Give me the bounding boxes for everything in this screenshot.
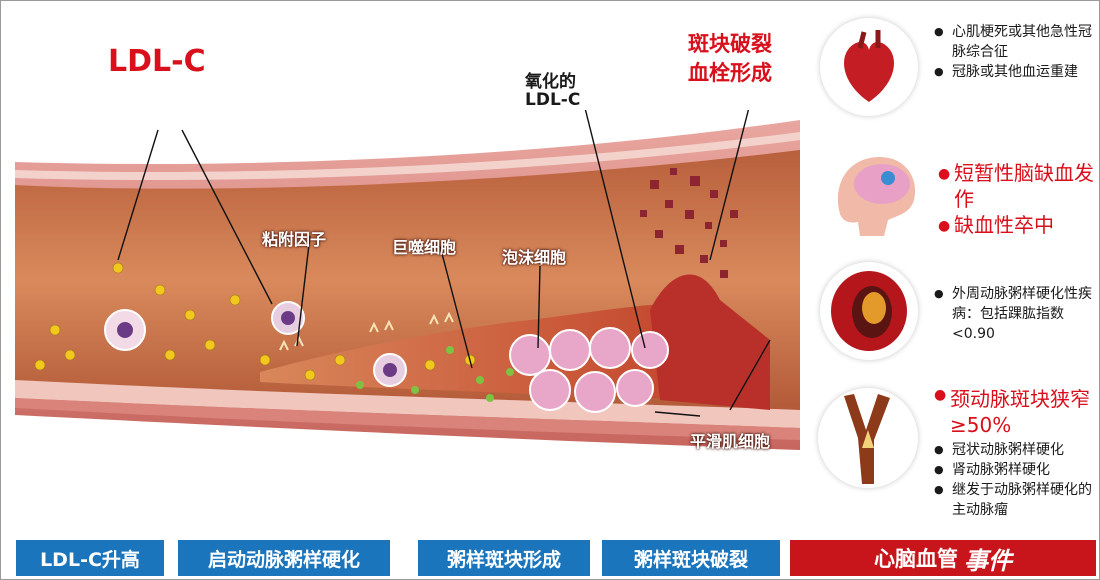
- brain-events-list: 短暂性脑缺血发作 缺血性卒中: [938, 160, 1098, 238]
- carotid-events-list: 冠状动脉粥样硬化 肾动脉粥样硬化 继发于动脉粥样硬化的主动脉瘤: [934, 440, 1096, 520]
- heart-event-item: 冠脉或其他血运重建: [934, 62, 1094, 82]
- heart-icon: [820, 18, 918, 116]
- carotid-event-item: 继发于动脉粥样硬化的主动脉瘤: [934, 480, 1096, 520]
- brain-icon: [830, 144, 928, 242]
- artery-cross-section-icon: [820, 262, 918, 360]
- foam-cell-label: 泡沫细胞: [502, 244, 566, 268]
- carotid-event-item: 冠状动脉粥样硬化: [934, 440, 1096, 460]
- thrombus-label: 血栓形成: [688, 57, 772, 87]
- stage-initiation: 启动动脉粥样硬化: [178, 540, 390, 576]
- oxidized-ldl-label: LDL-C: [525, 90, 580, 110]
- carotid-event-item: 肾动脉粥样硬化: [934, 460, 1096, 480]
- heart-event-item: 心肌梗死或其他急性冠脉综合征: [934, 22, 1094, 62]
- brain-event-item: 短暂性脑缺血发作: [938, 160, 1098, 212]
- smooth-muscle-label: 平滑肌细胞: [690, 428, 770, 452]
- adhesion-factor-label: 粘附因子: [262, 226, 326, 250]
- macrophage-label: 巨噬细胞: [392, 234, 456, 258]
- peripheral-events-list: 外周动脉粥样硬化性疾病：包括踝肱指数<0.90: [934, 284, 1094, 344]
- stage-cv-events-em: 事件: [964, 541, 1012, 576]
- artery-illustration: [10, 110, 810, 530]
- plaque-rupture-label: 斑块破裂: [688, 28, 772, 58]
- carotid-artery-icon: [818, 388, 918, 488]
- carotid-bullet: ●: [934, 387, 946, 403]
- oxidized-label: 氧化的: [525, 67, 576, 92]
- stage-cv-events: 心脑血管 事件: [790, 540, 1096, 576]
- ldl-c-label: LDL-C: [108, 44, 206, 79]
- peripheral-event-item: 外周动脉粥样硬化性疾病：包括踝肱指数<0.90: [934, 284, 1094, 344]
- stage-plaque-rupture: 粥样斑块破裂: [602, 540, 780, 576]
- stage-ldl-elevated: LDL-C升高: [16, 540, 164, 576]
- stage-plaque-formation: 粥样斑块形成: [418, 540, 590, 576]
- heart-events-list: 心肌梗死或其他急性冠脉综合征 冠脉或其他血运重建: [934, 22, 1094, 82]
- brain-event-item: 缺血性卒中: [938, 212, 1098, 238]
- carotid-stenosis-title: 颈动脉斑块狭窄≥50%: [934, 386, 1100, 438]
